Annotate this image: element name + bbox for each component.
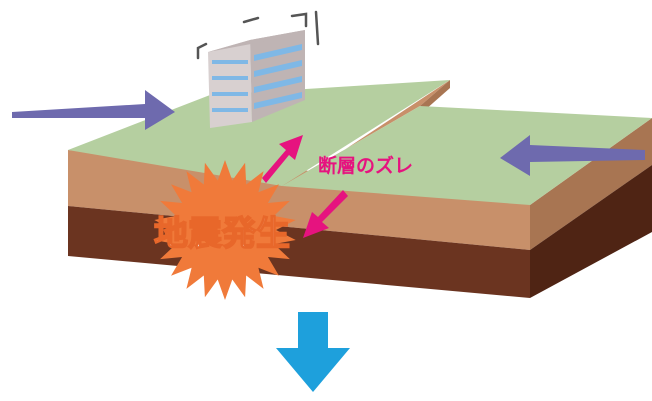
arrow-down-left-icon xyxy=(303,190,348,238)
ground-surface-left xyxy=(68,80,450,186)
building-icon xyxy=(196,10,320,128)
arrow-up-right-icon xyxy=(262,135,303,183)
arrow-left-icon xyxy=(500,135,645,176)
arrow-down-icon xyxy=(276,312,350,392)
explosion-burst-icon xyxy=(154,160,296,300)
topsoil-front-face xyxy=(68,150,530,250)
earthquake-label: 地震発生 xyxy=(154,214,290,254)
bedrock-side-face xyxy=(530,165,652,298)
ground-surface-right xyxy=(282,106,652,205)
arrow-right-icon xyxy=(12,90,175,130)
fault-scarp-shade xyxy=(420,80,450,110)
fault-shift-label: 断層のズレ xyxy=(318,154,413,177)
